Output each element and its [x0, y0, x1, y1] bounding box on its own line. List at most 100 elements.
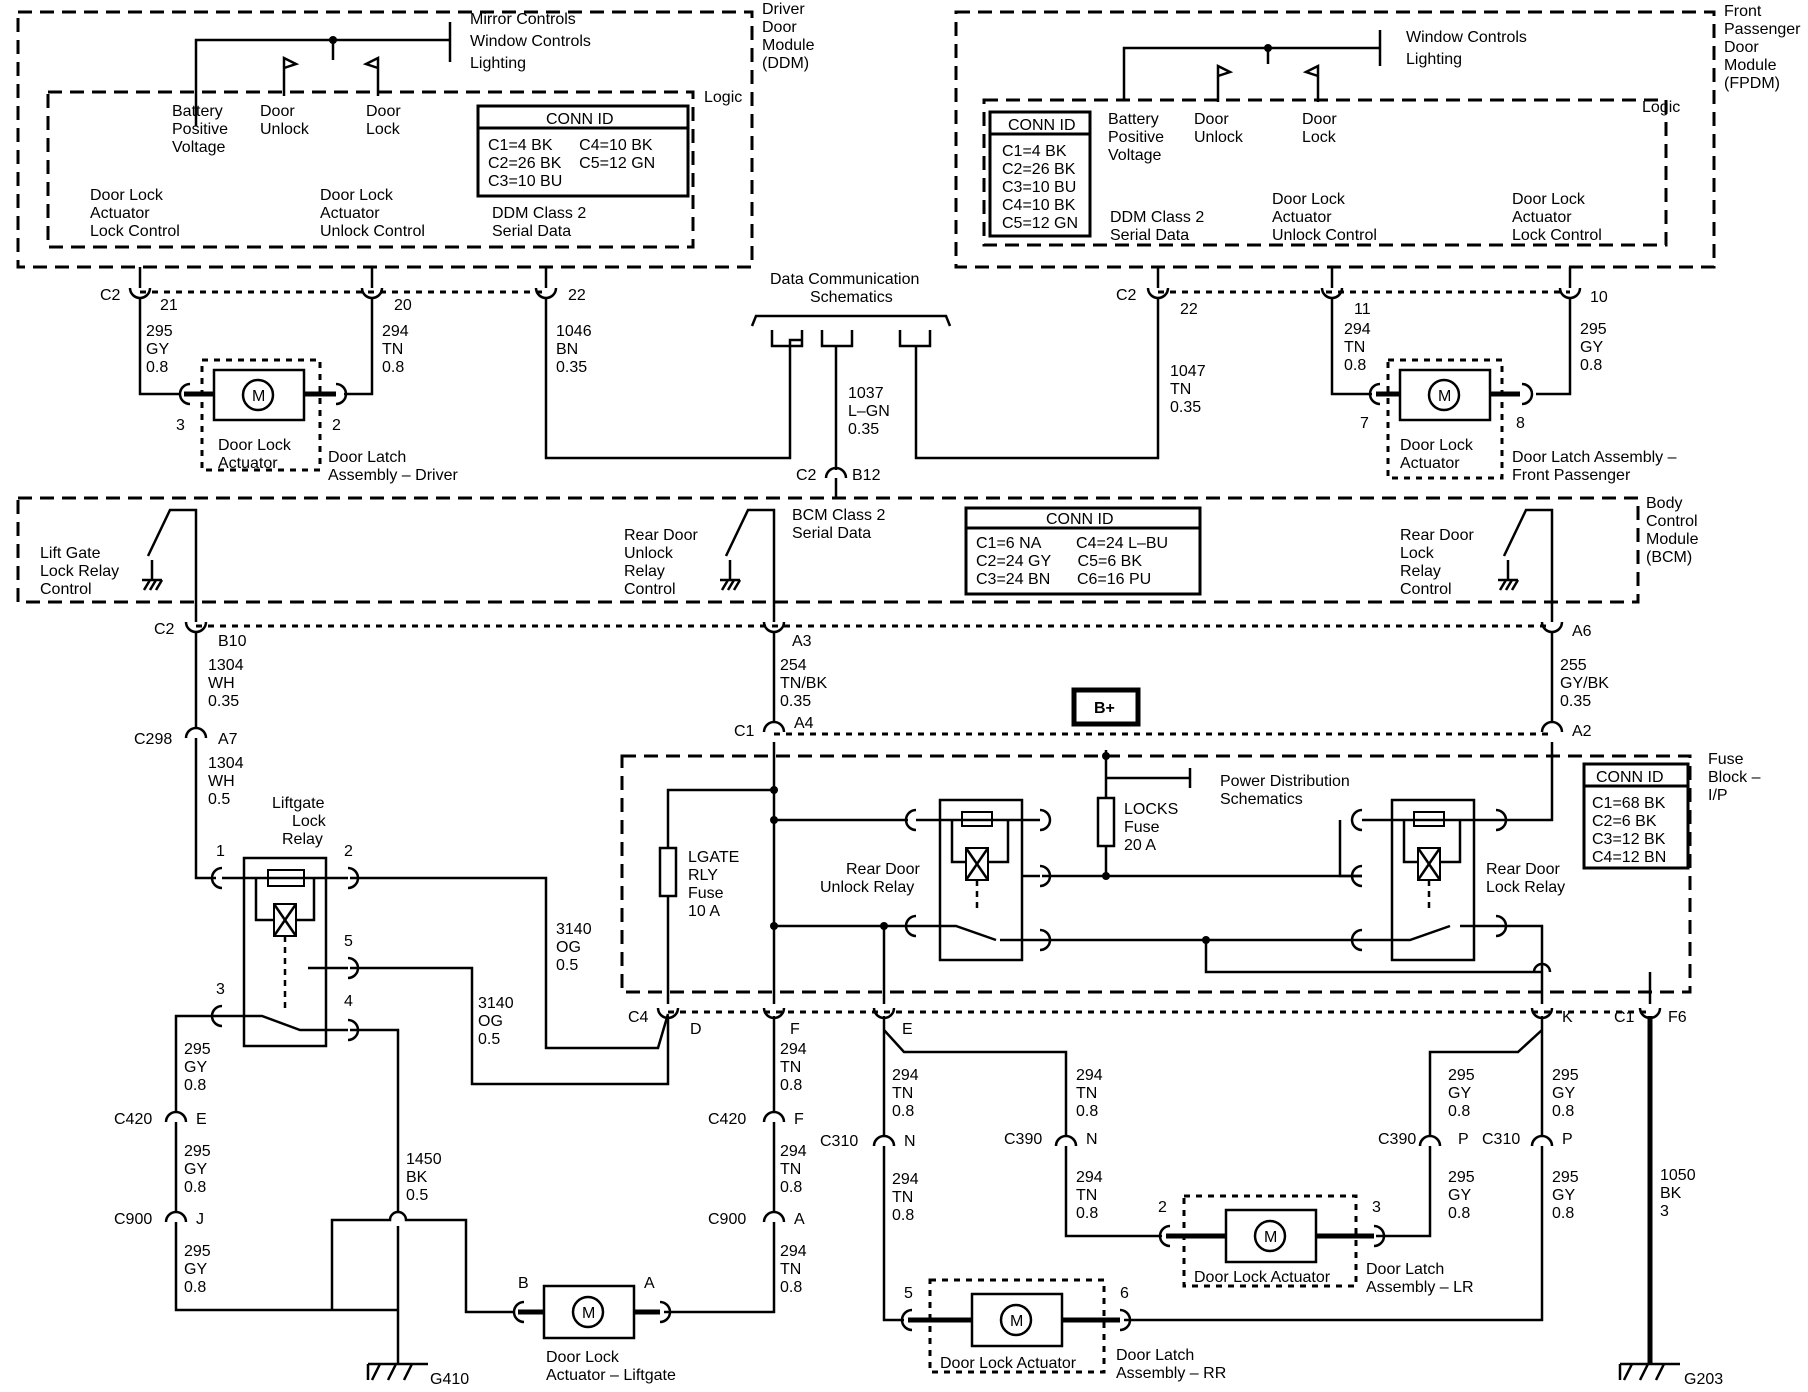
w3140a-3: 0.5 [556, 957, 578, 974]
pin-22-ddm: 22 [568, 287, 586, 304]
w254-2: TN/BK [780, 675, 827, 692]
lgate-fuse-1: LGATE [688, 849, 739, 866]
lgate-fuse-3: Fuse [688, 885, 724, 902]
lg-pin-a: A [644, 1275, 655, 1292]
c420-label-left: C420 [114, 1111, 152, 1128]
fpdm-wiring: C2 22 11 10 1047 TN 0.35 294 TN 0.8 295 … [1116, 267, 1608, 416]
motor-lr: M [1264, 1229, 1277, 1246]
bcm-title-4: (BCM) [1646, 549, 1692, 566]
lr-latch-2: Assembly – LR [1366, 1279, 1474, 1296]
w295-k2-1: 295 [1552, 1169, 1579, 1186]
pin-a3: A3 [792, 633, 812, 650]
ddm-unlock-1: Door [260, 103, 295, 120]
fpdm-title-4: Module [1724, 57, 1777, 74]
pin-2-driver: 2 [332, 417, 341, 434]
w294-ddm-3: 0.8 [382, 359, 404, 376]
w294-e-2: TN [892, 1085, 913, 1102]
rr-door-lock-actuator: M 5 6 Door Lock Actuator Door Latch Asse… [900, 1278, 1226, 1382]
bcm-rear-unlock-4: Control [624, 581, 676, 598]
fpdm-conn-row-5: C5=12 GN [1002, 215, 1078, 232]
w1046-2: BN [556, 341, 578, 358]
fpdm-lockctrl-3: Lock Control [1512, 227, 1602, 244]
lgate-fuse-2: RLY [688, 867, 718, 884]
rear-door-unlock-relay: Rear Door Unlock Relay [820, 798, 1052, 962]
w294-e2-3: 0.8 [892, 1207, 914, 1224]
ddm-title-3: Module [762, 37, 815, 54]
w295-lg2-2: GY [184, 1161, 207, 1178]
bcm-liftgate-1: Lift Gate [40, 545, 101, 562]
ddm-out-mirror: Mirror Controls [470, 11, 576, 28]
w295-k2-2: GY [1552, 1187, 1575, 1204]
w294-e4-3: 0.8 [1076, 1103, 1098, 1120]
w295-lg3-3: 0.8 [184, 1279, 206, 1296]
w294-e3-3: 0.8 [1076, 1205, 1098, 1222]
w295-lg-3: 0.8 [184, 1077, 206, 1094]
w255-3: 0.35 [1560, 693, 1591, 710]
wire-1050-g203: 1050 BK 3 G203 [1618, 1016, 1723, 1388]
fuse-conn-row-4: C4=12 BN [1592, 849, 1666, 866]
motor-rr: M [1010, 1313, 1023, 1330]
fuse-title-1: Fuse [1708, 751, 1744, 768]
pin-a-c900: A [794, 1211, 805, 1228]
w294-f-1: 294 [780, 1041, 807, 1058]
ddm-lockctrl-1: Door Lock [90, 187, 164, 204]
ddm-conn-row-1: C1=4 BK C4=10 BK [488, 137, 653, 154]
ddm-lock-1: Door [366, 103, 401, 120]
w294-e2-2: TN [892, 1189, 913, 1206]
ddm-unlock-2: Unlock [260, 121, 310, 138]
fpdm-unlockctrl-3: Unlock Control [1272, 227, 1377, 244]
fuse-conn-row-2: C2=6 BK [1592, 813, 1657, 830]
w1037-2: L–GN [848, 403, 890, 420]
c390-label-left: C390 [1004, 1131, 1042, 1148]
w295-fpdm-2: GY [1580, 339, 1603, 356]
w294-e4-1: 294 [1076, 1067, 1103, 1084]
liftgate-relay-1: Liftgate [272, 795, 325, 812]
pin-3-driver: 3 [176, 417, 185, 434]
rear-unlock-relay-1: Rear Door [846, 861, 920, 878]
front-pass-actuator-2: Actuator [1400, 455, 1460, 472]
fuse-block: Fuse Block – I/P CONN ID C1=68 BK C2=6 B… [620, 742, 1761, 1004]
rear-unlock-relay-2: Unlock Relay [820, 879, 914, 896]
fpdm-unlock-1: Door [1194, 111, 1229, 128]
w295-lg-2: GY [184, 1059, 207, 1076]
pin-k: K [1562, 1009, 1573, 1026]
fpdm-out-lighting: Lighting [1406, 51, 1462, 68]
w254-3: 0.35 [780, 693, 811, 710]
w3140b-2: OG [478, 1013, 503, 1030]
fpdm-lock-2: Lock [1302, 129, 1337, 146]
w294-e3-2: TN [1076, 1187, 1097, 1204]
rear-lock-relay-1: Rear Door [1486, 861, 1560, 878]
fpdm-batt-1: Battery [1108, 111, 1159, 128]
fpdm-unlock-2: Unlock [1194, 129, 1244, 146]
pin-f-c420: F [794, 1111, 804, 1128]
w295-ddm-1: 295 [146, 323, 173, 340]
data-comm-2: Schematics [810, 289, 893, 306]
driver-latch-1: Door Latch [328, 449, 406, 466]
pin-b12: B12 [852, 467, 881, 484]
pin-10: 10 [1590, 289, 1608, 306]
w1047-1: 1047 [1170, 363, 1206, 380]
w295-k3-1: 295 [1448, 1169, 1475, 1186]
w3140b-1: 3140 [478, 995, 514, 1012]
fpdm-title-2: Passenger [1724, 21, 1801, 38]
driver-door-lock-actuator: M 3 2 Door Lock Actuator Door Latch Asse… [176, 358, 458, 484]
lr-door-lock-actuator: M 2 3 Door Lock Actuator Door Latch Asse… [1158, 1194, 1474, 1296]
w294-f2-3: 0.8 [780, 1179, 802, 1196]
w294-fpdm-1: 294 [1344, 321, 1371, 338]
pin-j: J [196, 1211, 204, 1228]
w1050-2: BK [1660, 1185, 1682, 1202]
liftgate-relay-3: Relay [282, 831, 323, 848]
w294-f3-2: TN [780, 1261, 801, 1278]
driver-actuator-2: Actuator [218, 455, 278, 472]
pin-22-fpdm: 22 [1180, 301, 1198, 318]
fpdm-lock-1: Door [1302, 111, 1337, 128]
c1-label-bottom: C1 [1614, 1009, 1635, 1026]
w295-k4-3: 0.8 [1448, 1103, 1470, 1120]
w295-k3-2: GY [1448, 1187, 1471, 1204]
liftgate-lock-relay: Liftgate Lock Relay 1 2 5 3 4 [210, 795, 360, 1048]
bcm-serial-1: BCM Class 2 [792, 507, 885, 524]
motor-driver: M [252, 388, 265, 405]
ddm-title-1: Driver [762, 1, 805, 18]
bcm-conn-row-1: C1=6 NA C4=24 L–BU [976, 535, 1168, 552]
